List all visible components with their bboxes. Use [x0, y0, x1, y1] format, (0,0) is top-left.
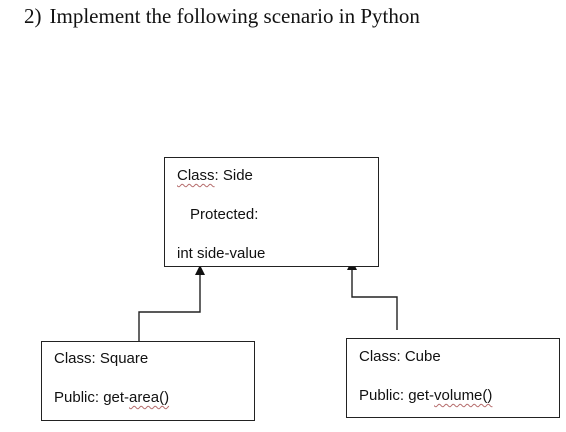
cube-class-title: Class: Cube — [359, 348, 441, 365]
side-protected-label: Protected: — [190, 206, 259, 223]
side-class-box — [164, 157, 379, 267]
side-class-title: Class: Side — [177, 167, 253, 185]
side-class-name: : Side — [214, 167, 253, 184]
square-class-title: Class: Square — [54, 350, 149, 367]
question-heading: 2) Implement the following scenario in Py… — [24, 2, 420, 30]
cube-method-name: volume() — [434, 387, 493, 404]
question-number: 2) — [24, 4, 42, 28]
cube-public-method: Public: get-volume() — [359, 387, 492, 405]
cube-to-side-arrow — [347, 260, 398, 330]
square-public-prefix: Public: get- — [54, 389, 130, 406]
side-attribute: int side-value — [177, 245, 266, 262]
side-class-keyword: Class — [177, 167, 215, 184]
square-to-side-arrow — [138, 265, 205, 348]
cube-public-prefix: Public: get- — [359, 387, 435, 404]
square-class-box — [41, 341, 255, 421]
square-public-method: Public: get-area() — [54, 389, 169, 407]
question-text: Implement the following scenario in Pyth… — [49, 4, 420, 28]
cube-class-box — [346, 338, 560, 418]
square-method-name: area() — [129, 389, 170, 406]
